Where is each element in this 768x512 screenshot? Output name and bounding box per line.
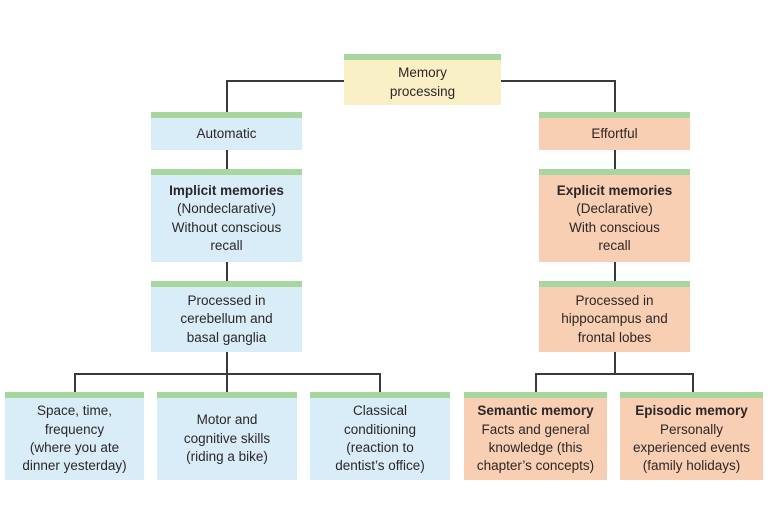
- node-memory-processing-label: Memory processing: [389, 65, 456, 99]
- node-top-strip: [151, 281, 302, 287]
- connector-processed-left-down: [226, 352, 228, 392]
- node-processed-hippocampus: Processed in hippocampus and frontal lob…: [539, 281, 690, 352]
- node-implicit-memories: Implicit memories (Nondeclarative) Witho…: [151, 169, 302, 262]
- connector-drop-episodic: [692, 373, 694, 392]
- node-semantic-memory: Semantic memory Facts and general knowle…: [464, 392, 607, 480]
- node-automatic-label: Automatic: [196, 125, 257, 141]
- connector-effortful-to-explicit: [614, 150, 616, 169]
- node-top-strip: [157, 392, 297, 398]
- node-effortful: Effortful: [539, 112, 690, 150]
- connector-implicit-to-processed: [226, 262, 228, 281]
- node-top-strip: [344, 54, 501, 60]
- node-space-time-frequency-label: Space, time, frequency (where you ate di…: [22, 403, 127, 474]
- node-top-strip: [151, 112, 302, 118]
- node-top-strip: [5, 392, 144, 398]
- node-motor-cognitive-skills-label: Motor and cognitive skills (riding a bik…: [183, 412, 271, 465]
- node-top-strip: [539, 281, 690, 287]
- node-top-strip: [539, 112, 690, 118]
- connector-automatic-to-implicit: [226, 150, 228, 169]
- node-episodic-memory-title: Episodic memory: [635, 403, 748, 419]
- node-implicit-memories-body: (Nondeclarative) Without conscious recal…: [171, 201, 282, 253]
- node-top-strip: [151, 169, 302, 175]
- connector-explicit-to-processed: [614, 262, 616, 281]
- node-memory-processing: Memory processing: [344, 54, 501, 105]
- node-top-strip: [620, 392, 763, 398]
- node-classical-conditioning-label: Classical conditioning (reaction to dent…: [335, 403, 425, 474]
- node-explicit-memories-body: (Declarative) With conscious recall: [569, 201, 660, 253]
- node-automatic: Automatic: [151, 112, 302, 150]
- connector-root-to-effortful-v: [614, 80, 616, 112]
- node-motor-cognitive-skills: Motor and cognitive skills (riding a bik…: [157, 392, 297, 480]
- node-explicit-memories-title: Explicit memories: [556, 182, 673, 198]
- node-effortful-label: Effortful: [591, 125, 638, 141]
- node-processed-hippocampus-label: Processed in hippocampus and frontal lob…: [561, 292, 668, 345]
- connector-drop-classical: [379, 373, 381, 392]
- node-processed-cerebellum: Processed in cerebellum and basal gangli…: [151, 281, 302, 352]
- node-semantic-memory-title: Semantic memory: [477, 403, 594, 419]
- node-explicit-memories: Explicit memories (Declarative) With con…: [539, 169, 690, 262]
- connector-processed-right-down: [614, 352, 616, 374]
- connector-drop-space-time: [74, 373, 76, 392]
- node-top-strip: [310, 392, 450, 398]
- connector-root-to-effortful-h: [501, 80, 615, 82]
- connector-left-rail: [74, 373, 381, 375]
- connector-drop-semantic: [535, 373, 537, 392]
- node-episodic-memory-body: Personally experienced events (family ho…: [632, 421, 751, 474]
- connector-root-to-automatic-v: [226, 80, 228, 112]
- node-semantic-memory-body: Facts and general knowledge (this chapte…: [476, 421, 595, 474]
- node-episodic-memory: Episodic memory Personally experienced e…: [620, 392, 763, 480]
- node-implicit-memories-title: Implicit memories: [169, 182, 284, 198]
- node-top-strip: [464, 392, 607, 398]
- connector-root-to-automatic-h: [227, 80, 344, 82]
- node-top-strip: [539, 169, 690, 175]
- node-processed-cerebellum-label: Processed in cerebellum and basal gangli…: [180, 292, 273, 345]
- node-classical-conditioning: Classical conditioning (reaction to dent…: [310, 392, 450, 480]
- connector-right-rail: [535, 373, 694, 375]
- node-space-time-frequency: Space, time, frequency (where you ate di…: [5, 392, 144, 480]
